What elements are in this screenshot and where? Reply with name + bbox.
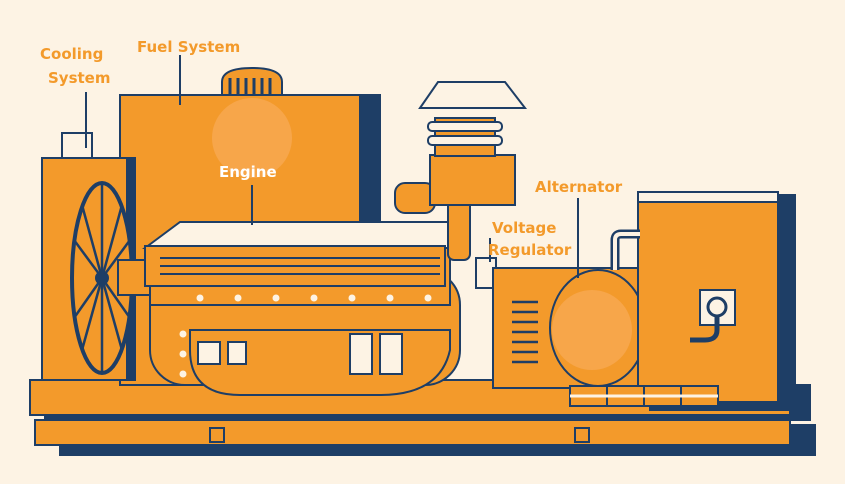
base-foot-left xyxy=(209,427,225,443)
alternator-label: Alternator xyxy=(535,178,623,196)
alternator-vents xyxy=(512,300,538,364)
intake-band-2 xyxy=(427,135,503,146)
engine-port-1 xyxy=(197,341,221,365)
engine-port-3 xyxy=(349,333,373,375)
intake-band-1 xyxy=(427,121,503,132)
exhaust-pipe-down xyxy=(447,199,471,261)
intake-lower xyxy=(429,154,516,206)
radiator-cap xyxy=(61,132,93,159)
control-panel-lid xyxy=(637,191,779,203)
base-foot-mid xyxy=(574,427,590,443)
engine-fins xyxy=(160,257,440,275)
cable-conduit-inner xyxy=(613,232,640,270)
cooling-system-label-line1: Cooling xyxy=(40,45,104,63)
panel-socket-ring xyxy=(706,296,728,318)
alternator-highlight xyxy=(552,290,632,370)
rain-cap xyxy=(418,81,528,109)
voltage-regulator-label-line1: Voltage xyxy=(492,219,557,237)
cable-conduit xyxy=(610,229,640,270)
battery-blocks xyxy=(569,385,719,407)
engine-port-2 xyxy=(227,341,247,365)
engine-cover-top xyxy=(141,221,456,249)
engine-port-4 xyxy=(379,333,403,375)
fuel-cap-ridges xyxy=(228,78,272,95)
cooling-system-label-line2: System xyxy=(48,69,111,87)
leader-lines xyxy=(85,55,579,278)
fuel-system-label: Fuel System xyxy=(137,38,241,56)
fuel-tank-highlight xyxy=(212,98,292,178)
engine-label: Engine xyxy=(219,163,277,181)
voltage-regulator-label-line2: Regulator xyxy=(488,241,572,259)
base-rail xyxy=(34,419,791,446)
engine-bolts xyxy=(179,294,432,378)
panel-cable xyxy=(690,316,720,343)
